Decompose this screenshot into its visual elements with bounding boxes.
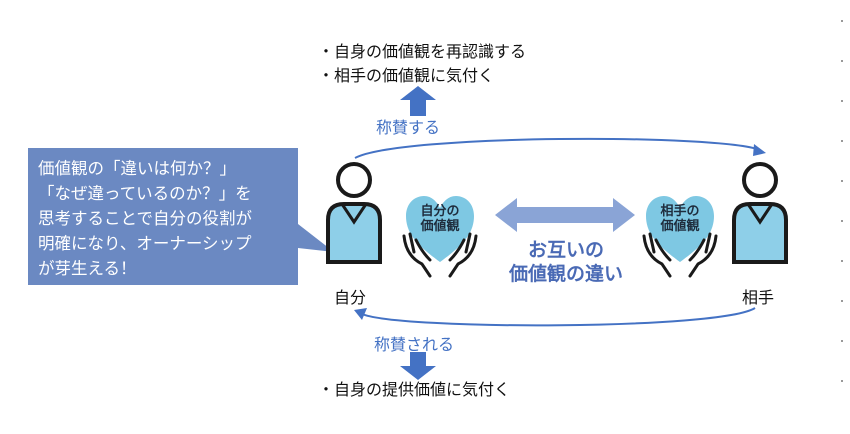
callout: 価値観の「違いは何か？」 「なぜ違っているのか？」を 思考することで自分の役割が… bbox=[28, 148, 308, 285]
top-bullet-1: ・自身の価値観を再認識する bbox=[318, 42, 527, 61]
praised-label: 称賛される bbox=[374, 335, 455, 354]
up-arrow-icon bbox=[400, 86, 436, 116]
callout-line-1: 価値観の「違いは何か？」 bbox=[38, 159, 236, 178]
self-heart-line-2: 価値観 bbox=[420, 219, 460, 234]
center-line-1: お互いの bbox=[527, 239, 604, 261]
top-curved-arrow bbox=[354, 137, 766, 159]
callout-line-3: 思考することで自分の役割が bbox=[38, 209, 253, 228]
double-arrow-icon bbox=[495, 198, 635, 232]
partner-heart-hands-icon bbox=[642, 196, 718, 278]
self-heart-line-1: 自分の bbox=[420, 204, 460, 219]
callout-line-2: 「なぜ違っているのか？」を bbox=[38, 184, 252, 203]
partner-heart-text: 相手の 価値観 bbox=[640, 204, 720, 234]
partner-person-icon bbox=[732, 162, 788, 264]
top-bullet-2: ・相手の価値観に気付く bbox=[318, 66, 495, 85]
callout-line-5: が芽生える！ bbox=[38, 259, 137, 278]
callout-shape bbox=[28, 148, 334, 285]
callout-line-4: 明確になり、オーナーシップ bbox=[38, 234, 252, 253]
partner-heart-line-2: 価値観 bbox=[660, 219, 700, 234]
center-text: お互いの 価値観の違い bbox=[466, 238, 666, 286]
down-arrow-icon bbox=[400, 352, 436, 380]
praise-label: 称賛する bbox=[376, 118, 441, 137]
self-name: 自分 bbox=[334, 288, 367, 307]
partner-name: 相手 bbox=[742, 288, 775, 307]
bottom-curved-arrow bbox=[354, 307, 756, 327]
slide-edge-marks bbox=[838, 20, 846, 420]
center-line-2: 価値観の違い bbox=[508, 263, 623, 285]
self-heart-text: 自分の 価値観 bbox=[400, 204, 480, 234]
self-person-icon bbox=[326, 162, 382, 264]
partner-heart-line-1: 相手の bbox=[660, 204, 700, 219]
bottom-bullet: ・自身の提供価値に気付く bbox=[318, 380, 511, 399]
self-heart-hands-icon bbox=[402, 196, 478, 278]
